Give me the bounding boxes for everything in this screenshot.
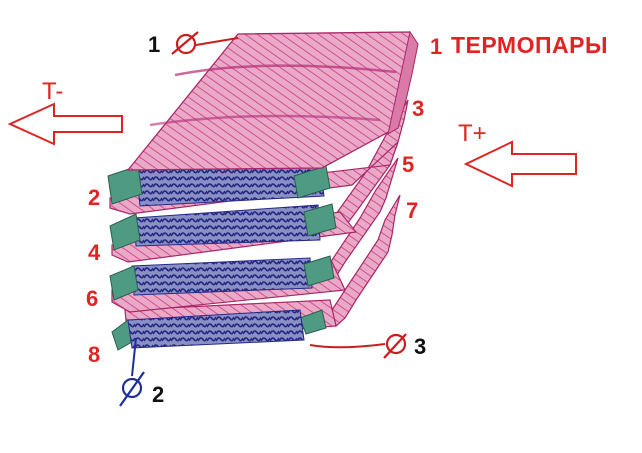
diagram-title: ТЕРМОПАРЫ xyxy=(451,32,608,58)
layer-label-1: 1 xyxy=(430,34,443,59)
flow-label-in: T+ xyxy=(458,120,487,147)
plate-layer-4 xyxy=(109,203,358,263)
flow-label-out: T- xyxy=(42,78,64,105)
layer-label-3: 3 xyxy=(412,96,425,121)
plate-layer-6 xyxy=(109,255,346,313)
layer-label-6: 6 xyxy=(86,286,99,311)
plate-edge-right-5 xyxy=(327,157,399,282)
layer-label-2: 2 xyxy=(88,185,101,210)
thermocouple-1-label: 1 xyxy=(148,32,161,57)
layer-label-8: 8 xyxy=(88,342,101,367)
layer-label-4: 4 xyxy=(88,240,101,265)
thermocouple-3-label: 3 xyxy=(414,334,427,359)
flow-arrow-right xyxy=(463,140,577,188)
thermocouple-3 xyxy=(309,333,407,359)
thermocouple-2 xyxy=(119,337,145,407)
layer-label-5: 5 xyxy=(402,152,415,177)
plate-top xyxy=(126,30,419,171)
flow-arrow-left xyxy=(7,102,123,146)
plate-edge-right-7 xyxy=(331,194,401,328)
thermocouple-2-label: 2 xyxy=(152,382,165,407)
plate-layer-2 xyxy=(107,141,399,215)
thermocouple-1 xyxy=(171,31,239,55)
layer-label-7: 7 xyxy=(406,198,419,223)
plate-layer-8 xyxy=(111,299,337,351)
